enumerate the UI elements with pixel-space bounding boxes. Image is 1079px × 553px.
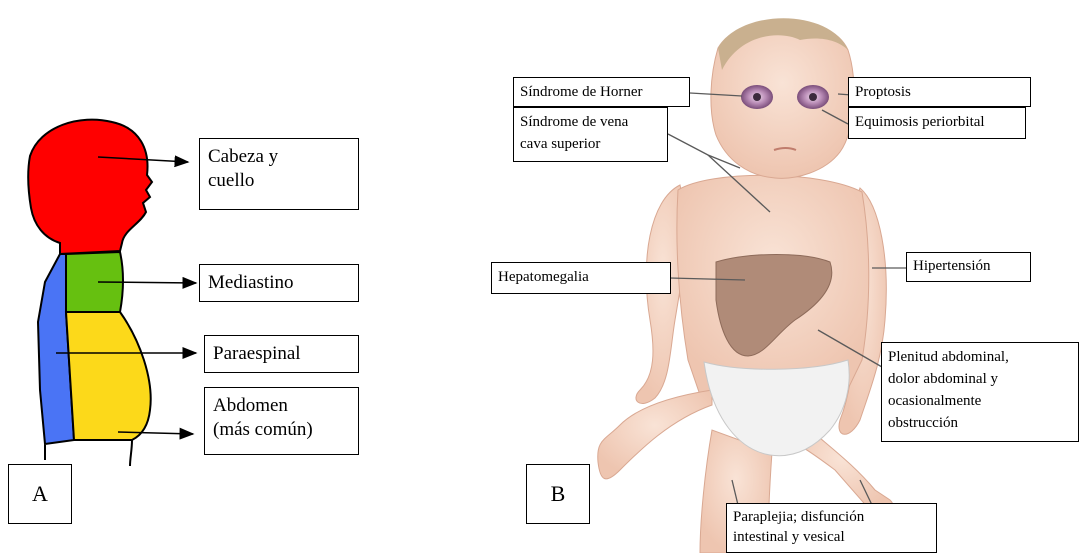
label-head-neck: Cabeza y cuello: [199, 138, 359, 210]
panel-b-letter: B: [526, 464, 590, 524]
silhouette-outline: [45, 440, 132, 466]
label-svc: Síndrome de vena cava superior: [513, 107, 668, 162]
label-abdominal: Plenitud abdominal, dolor abdominal y oc…: [881, 342, 1079, 442]
label-mediastinum: Mediastino: [199, 264, 359, 302]
label-hepatomegaly: Hepatomegalia: [491, 262, 671, 294]
label-paraplegia: Paraplejia; disfunción intestinal y vesi…: [726, 503, 937, 553]
label-hypertension: Hipertensión: [906, 252, 1031, 282]
label-ecchymosis: Equimosis periorbital: [848, 107, 1026, 139]
label-proptosis: Proptosis: [848, 77, 1031, 107]
child-silhouette: [28, 120, 152, 466]
label-abdomen: Abdomen (más común): [204, 387, 359, 455]
region-head-neck: [28, 120, 152, 254]
label-paraspinal: Paraespinal: [204, 335, 359, 373]
region-abdomen: [66, 312, 151, 440]
panel-a-letter: A: [8, 464, 72, 524]
left-leg: [598, 390, 712, 479]
label-horner: Síndrome de Horner: [513, 77, 690, 107]
